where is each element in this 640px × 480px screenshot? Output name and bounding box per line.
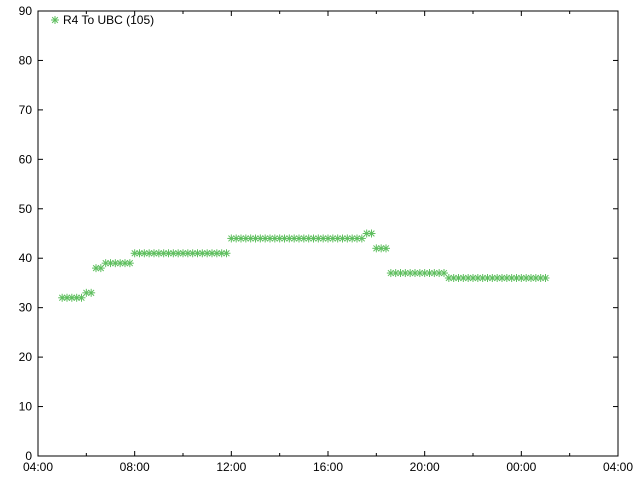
x-tick-label: 04:00 [23, 460, 53, 474]
y-tick-label: 90 [19, 4, 33, 18]
data-point [357, 234, 366, 243]
data-points [58, 229, 550, 302]
tick-labels: 0 10 20 30 40 50 60 70 80 90 04:00 08:00 12:00 16:00 2… [19, 4, 634, 474]
y-tick-label: 60 [19, 152, 33, 166]
plot-area [37, 10, 619, 457]
data-point [473, 274, 482, 282]
legend-marker [51, 16, 59, 24]
data-point [222, 249, 231, 258]
data-point [459, 274, 468, 282]
data-point [396, 269, 405, 278]
y-tick-label: 50 [19, 202, 33, 216]
data-point [261, 234, 270, 243]
data-point [299, 234, 308, 243]
data-point [531, 274, 540, 282]
y-tick-label: 40 [19, 251, 33, 265]
data-point [77, 293, 86, 302]
data-point [174, 249, 183, 258]
y-tick-label: 30 [19, 301, 33, 315]
data-point [401, 269, 410, 278]
x-tick-label: 12:00 [216, 460, 246, 474]
legend: R4 To UBC (105) [51, 13, 154, 27]
y-tick-label: 10 [19, 400, 33, 414]
data-point [348, 234, 357, 243]
data-point [241, 234, 250, 243]
axis-ticks [37, 10, 619, 457]
data-point [469, 274, 477, 282]
data-point [541, 274, 550, 282]
data-point [415, 269, 424, 278]
data-point [440, 269, 448, 278]
data-point [198, 249, 207, 258]
y-tick-label: 70 [19, 103, 33, 117]
data-point [517, 274, 526, 282]
y-tick-label: 20 [19, 350, 33, 364]
x-tick-label: 08:00 [120, 460, 150, 474]
data-point [87, 288, 96, 297]
data-point [179, 249, 187, 258]
x-tick-label: 20:00 [410, 460, 440, 474]
data-point [285, 234, 294, 243]
data-point [382, 244, 390, 253]
data-point [367, 229, 376, 238]
data-point [527, 274, 535, 282]
data-point [270, 234, 279, 243]
data-point [237, 234, 245, 243]
x-tick-label: 16:00 [313, 460, 343, 474]
data-point [92, 264, 100, 273]
plot-frame [37, 10, 619, 457]
data-point [512, 274, 521, 282]
data-point [502, 274, 511, 282]
data-point [96, 264, 105, 273]
x-tick-label: 00:00 [506, 460, 536, 474]
data-point [435, 269, 444, 278]
x-tick-label: 04:00 [603, 460, 633, 474]
data-point [266, 234, 274, 243]
data-point [280, 234, 289, 243]
y-tick-label: 0 [25, 449, 32, 463]
data-point [183, 249, 192, 258]
legend-label-series-0: R4 To UBC (105) [63, 13, 154, 27]
data-point [338, 234, 347, 243]
y-tick-label: 80 [19, 53, 33, 67]
data-point [125, 259, 134, 268]
legend-marker-icon [51, 16, 59, 24]
data-point [391, 269, 400, 278]
data-point [362, 229, 371, 238]
